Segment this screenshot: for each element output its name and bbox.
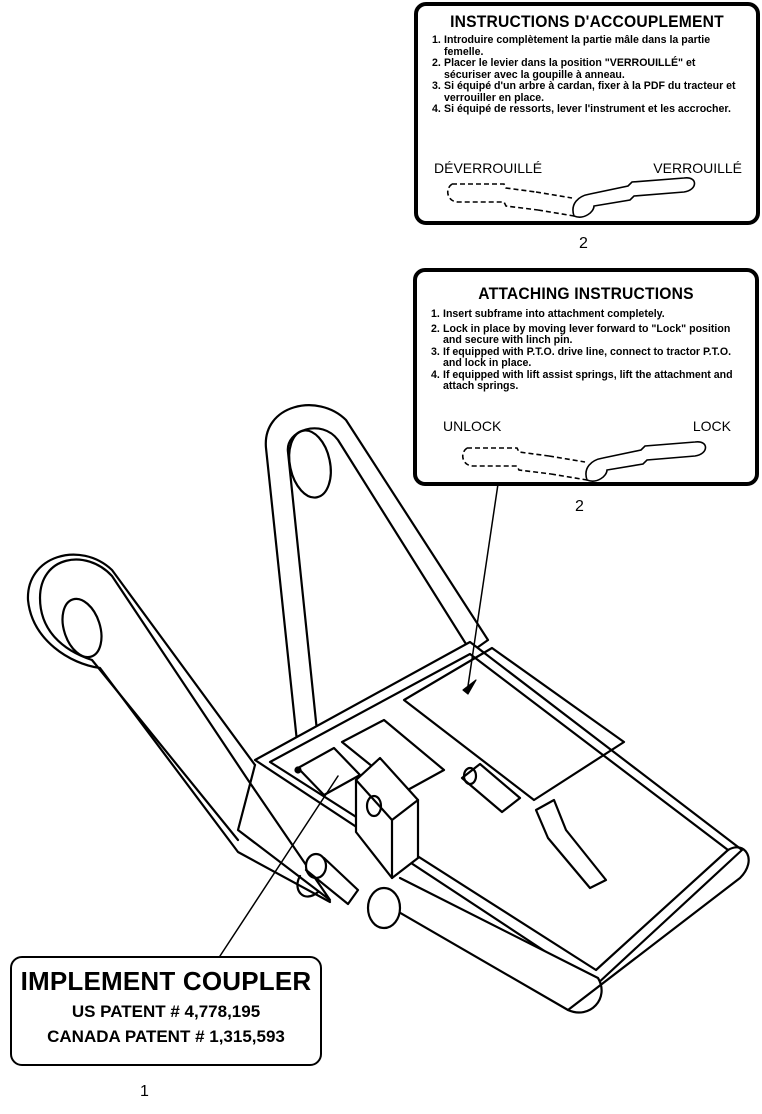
- english-step-4: 4.If equipped with lift assist springs, …: [431, 368, 733, 392]
- english-decal-title: ATTACHING INSTRUCTIONS: [478, 284, 694, 303]
- english-lock-label: LOCK: [692, 418, 731, 434]
- patent-heading: IMPLEMENT COUPLER: [20, 966, 312, 996]
- french-step-2: 2.Placer le levier dans la position "VER…: [432, 57, 696, 81]
- front-arm: [38, 558, 332, 902]
- rear-arm-hole: [288, 429, 332, 499]
- english-unlock-label: UNLOCK: [443, 418, 502, 434]
- patent-decal: IMPLEMENT COUPLER US PATENT # 4,778,195 …: [10, 956, 322, 1066]
- lever-handle: [534, 798, 608, 890]
- english-step-3: 3.If equipped with P.T.O. drive line, co…: [431, 345, 732, 369]
- latch-block: [354, 756, 420, 880]
- canada-patent-number: CANADA PATENT # 1,315,593: [47, 1027, 285, 1046]
- english-step-2: 2.Lock in place by moving lever forward …: [431, 322, 731, 346]
- french-lever-diagram: [446, 177, 696, 218]
- french-unlock-label: DÉVERROUILLÉ: [434, 160, 543, 176]
- plate-decal-area: [402, 646, 626, 802]
- french-decal-ref: 2: [579, 235, 588, 252]
- english-lever-diagram: [461, 441, 707, 482]
- french-step-3: 3.Si équipé d'un arbre à cardan, fixer à…: [432, 80, 736, 104]
- french-instruction-decal: INSTRUCTIONS D'ACCOUPLEMENT 1.Introduire…: [414, 2, 760, 225]
- english-instruction-decal: ATTACHING INSTRUCTIONS 1.Insert subframe…: [413, 268, 759, 486]
- leader-line-english: [467, 483, 499, 687]
- patent-decal-ref: 1: [140, 1083, 149, 1100]
- french-decal-title: INSTRUCTIONS D'ACCOUPLEMENT: [450, 12, 724, 31]
- leader-line-patent: [219, 775, 339, 957]
- french-step-1: 1.Introduire complètement la partie mâle…: [432, 34, 711, 58]
- linch-pin: [296, 852, 402, 930]
- us-patent-number: US PATENT # 4,778,195: [71, 1002, 261, 1021]
- english-step-1: 1.Insert subframe into attachment comple…: [431, 308, 665, 320]
- english-steps-list: 1.Insert subframe into attachment comple…: [431, 308, 741, 393]
- french-steps-list: 1.Introduire complètement la partie mâle…: [432, 34, 742, 116]
- french-lock-label: VERROUILLÉ: [653, 160, 742, 176]
- front-arm-hole: [61, 597, 103, 659]
- rear-arm: [264, 404, 490, 772]
- coupler-plate: [253, 640, 744, 987]
- leader-arrowhead: [462, 679, 477, 695]
- english-decal-ref: 2: [575, 498, 584, 515]
- french-step-4: 4.Si équipé de ressorts, lever l'instrum…: [432, 103, 731, 115]
